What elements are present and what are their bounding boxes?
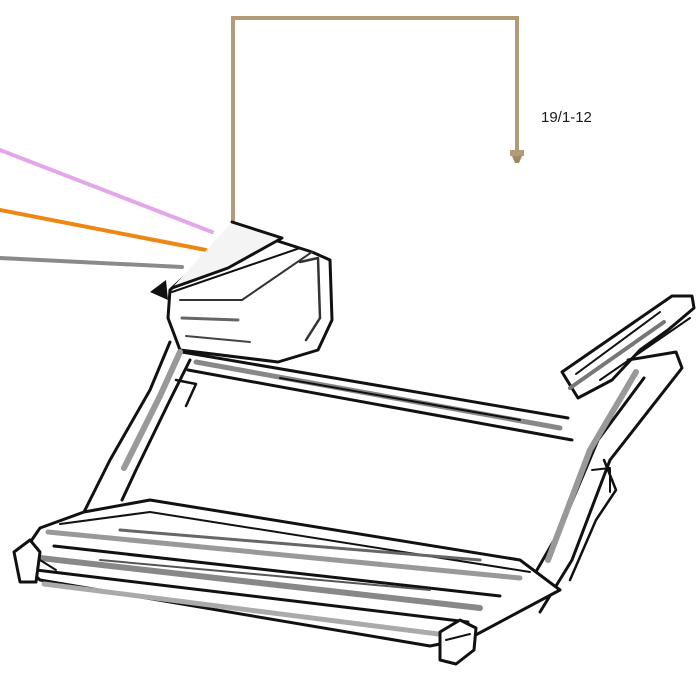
pink-wire <box>0 148 214 234</box>
rear-cross-tube <box>180 350 574 442</box>
right-swing-arm <box>520 350 684 614</box>
wire-group <box>0 16 519 269</box>
right-bracket <box>560 294 696 400</box>
orange-wire <box>0 208 208 252</box>
tread-platform <box>16 498 562 648</box>
connector-label: 19/1-12 <box>541 109 592 126</box>
motor-housing <box>150 220 334 364</box>
grey-wire <box>0 256 184 269</box>
tan-wire <box>231 16 519 230</box>
step-drawing <box>12 220 696 666</box>
tread-end-cap-left <box>12 538 42 584</box>
left-swing-arm <box>78 340 198 522</box>
tread-end-cap-right <box>438 618 478 666</box>
connector-pin-icon <box>510 150 524 163</box>
